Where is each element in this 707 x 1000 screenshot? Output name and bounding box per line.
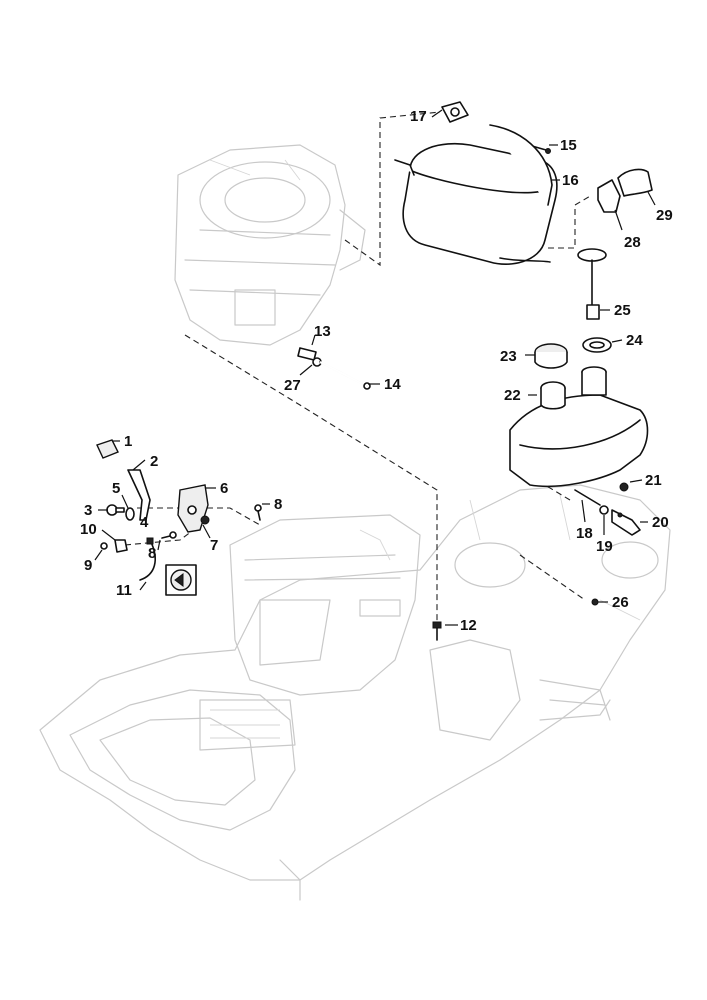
callout-2: 2 xyxy=(150,453,158,470)
part-3-screw[interactable] xyxy=(106,504,125,516)
part-19-clamp[interactable] xyxy=(599,505,609,515)
part-8-screw-b[interactable] xyxy=(161,531,177,539)
part-12-bolt[interactable] xyxy=(432,621,442,641)
part-14-fuel-hose[interactable] xyxy=(319,361,371,390)
callout-14: 14 xyxy=(384,376,401,393)
callout-23: 23 xyxy=(500,348,517,365)
part-21-nut[interactable] xyxy=(619,482,629,492)
callout-27: 27 xyxy=(284,377,301,394)
callout-9: 9 xyxy=(84,557,92,574)
leader-lines xyxy=(94,109,656,626)
callout-12: 12 xyxy=(460,617,477,634)
callout-20: 20 xyxy=(652,514,669,531)
callout-18: 18 xyxy=(576,525,593,542)
engine-outline xyxy=(174,144,366,346)
part-18-tube[interactable] xyxy=(574,489,601,506)
callout-29: 29 xyxy=(656,207,673,224)
callout-11: 11 xyxy=(116,582,132,599)
part-23-fuel-cap[interactable] xyxy=(534,343,568,369)
part-29-deflector[interactable] xyxy=(617,168,653,197)
part-28-clamp-bracket[interactable] xyxy=(597,179,621,213)
part-8-screw-a[interactable] xyxy=(254,504,262,521)
part-9-screw[interactable] xyxy=(100,542,108,550)
callout-28: 28 xyxy=(624,234,641,251)
callout-17: 17 xyxy=(410,108,427,125)
part-11-cable[interactable] xyxy=(139,537,156,581)
callout-16: 16 xyxy=(562,172,579,189)
callout-4: 4 xyxy=(140,514,149,531)
callout-13: 13 xyxy=(314,323,331,340)
part-13-fitting[interactable] xyxy=(297,347,317,361)
callout-labels: 1 2 3 4 5 6 7 8 8 9 10 11 12 13 14 15 16… xyxy=(80,108,673,634)
callout-10: 10 xyxy=(80,521,97,538)
callout-26: 26 xyxy=(612,594,629,611)
part-2-bracket[interactable] xyxy=(127,469,151,521)
callout-5: 5 xyxy=(112,480,120,497)
callout-6: 6 xyxy=(220,480,228,497)
callout-3: 3 xyxy=(84,502,92,519)
callout-8-top: 8 xyxy=(274,496,282,513)
fuel-tank[interactable] xyxy=(509,366,649,488)
part-24-ring[interactable] xyxy=(582,337,612,353)
callout-21: 21 xyxy=(645,472,662,489)
part-1-label-tag[interactable] xyxy=(96,439,119,459)
part-22-filler-neck[interactable] xyxy=(540,381,566,410)
warning-symbol-icon xyxy=(165,564,197,596)
callout-15: 15 xyxy=(560,137,577,154)
callout-25: 25 xyxy=(614,302,631,319)
part-10-clip[interactable] xyxy=(114,539,128,553)
part-16-muffler[interactable] xyxy=(394,124,558,265)
part-6-switch-bracket[interactable] xyxy=(177,484,209,533)
callout-24: 24 xyxy=(626,332,643,349)
callout-22: 22 xyxy=(504,387,521,404)
callout-8-bottom: 8 xyxy=(148,545,156,562)
chassis-outline xyxy=(39,484,671,901)
callout-1: 1 xyxy=(124,433,132,450)
callout-19: 19 xyxy=(596,538,613,555)
part-25-fuel-gauge[interactable] xyxy=(577,248,607,320)
part-26-screw[interactable] xyxy=(591,598,599,606)
part-17-gasket[interactable] xyxy=(441,101,469,123)
part-5-washer[interactable] xyxy=(125,507,135,521)
part-20-fuel-valve[interactable] xyxy=(611,509,641,536)
part-7-nut[interactable] xyxy=(200,515,210,525)
callout-7: 7 xyxy=(210,537,218,554)
